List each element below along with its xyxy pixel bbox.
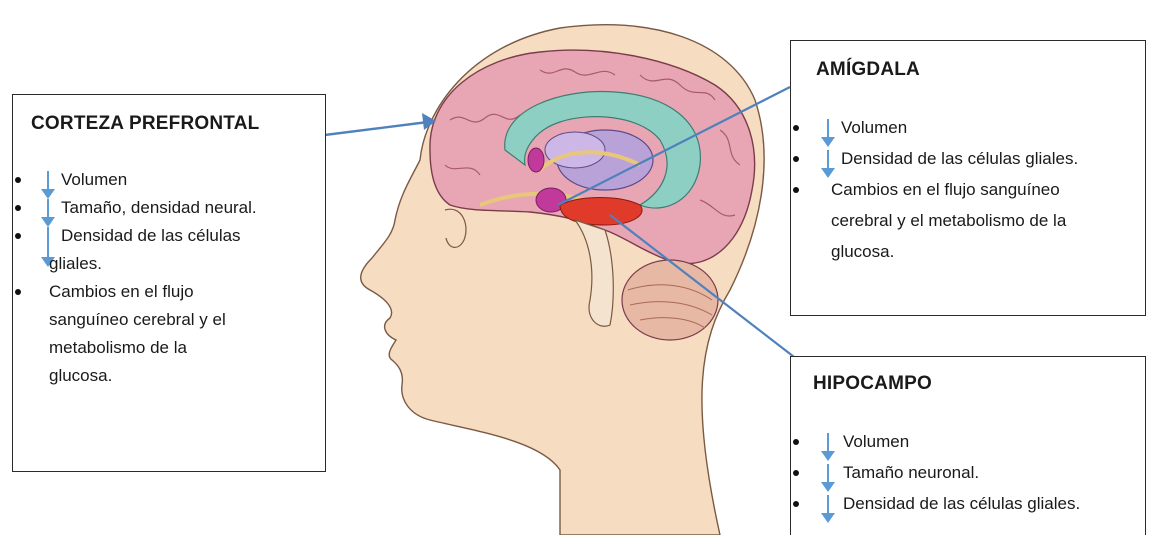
- bullet-point: [15, 205, 21, 211]
- list-item-text: Densidad de las células gliales.: [843, 489, 1080, 519]
- bullet-point: [15, 233, 21, 239]
- bullet-point: [15, 289, 21, 295]
- decrease-arrow-icon: [41, 171, 55, 199]
- list-item-continuation: sanguíneo cerebral y el: [49, 305, 226, 335]
- decrease-arrow-icon: [41, 199, 55, 227]
- list-item-text: Volumen: [61, 165, 127, 195]
- decrease-arrow-icon: [821, 464, 835, 492]
- list-item-continuation: cerebral y el metabolismo de la: [831, 206, 1066, 236]
- bullet-point: [793, 156, 799, 162]
- decrease-arrow-icon: [821, 119, 835, 147]
- basal-structure: [545, 132, 605, 168]
- hipocampo-title: HIPOCAMPO: [813, 373, 932, 395]
- list-item-text: Densidad de las células: [61, 221, 241, 251]
- decrease-arrow-icon: [821, 495, 835, 523]
- decrease-arrow-icon: [821, 150, 835, 178]
- bullet-point: [793, 187, 799, 193]
- list-item-text: Cambios en el flujo sanguíneo: [831, 175, 1060, 205]
- bullet-point: [793, 470, 799, 476]
- decrease-arrow-icon: [821, 433, 835, 461]
- list-item-text: Densidad de las células gliales.: [841, 144, 1078, 174]
- list-item-continuation: glucosa.: [831, 237, 894, 267]
- list-item-text: Cambios en el flujo: [49, 277, 194, 307]
- bullet-point: [793, 501, 799, 507]
- list-item-continuation: glucosa.: [49, 361, 112, 391]
- list-item-continuation: gliales.: [49, 249, 102, 279]
- hippocampus-shape: [560, 198, 642, 226]
- bullet-point: [793, 439, 799, 445]
- list-item-text: Tamaño neuronal.: [843, 458, 979, 488]
- list-item-text: Volumen: [843, 427, 909, 457]
- list-item-text: Volumen: [841, 113, 907, 143]
- list-item-continuation: metabolismo de la: [49, 333, 187, 363]
- bullet-point: [793, 125, 799, 131]
- small-magenta-shape: [528, 148, 544, 172]
- amigdala-title: AMÍGDALA: [816, 59, 920, 81]
- corteza-title: CORTEZA PREFRONTAL: [31, 113, 259, 135]
- bullet-point: [15, 177, 21, 183]
- cerebellum-shape: [622, 260, 718, 340]
- list-item-text: Tamaño, densidad neural.: [61, 193, 257, 223]
